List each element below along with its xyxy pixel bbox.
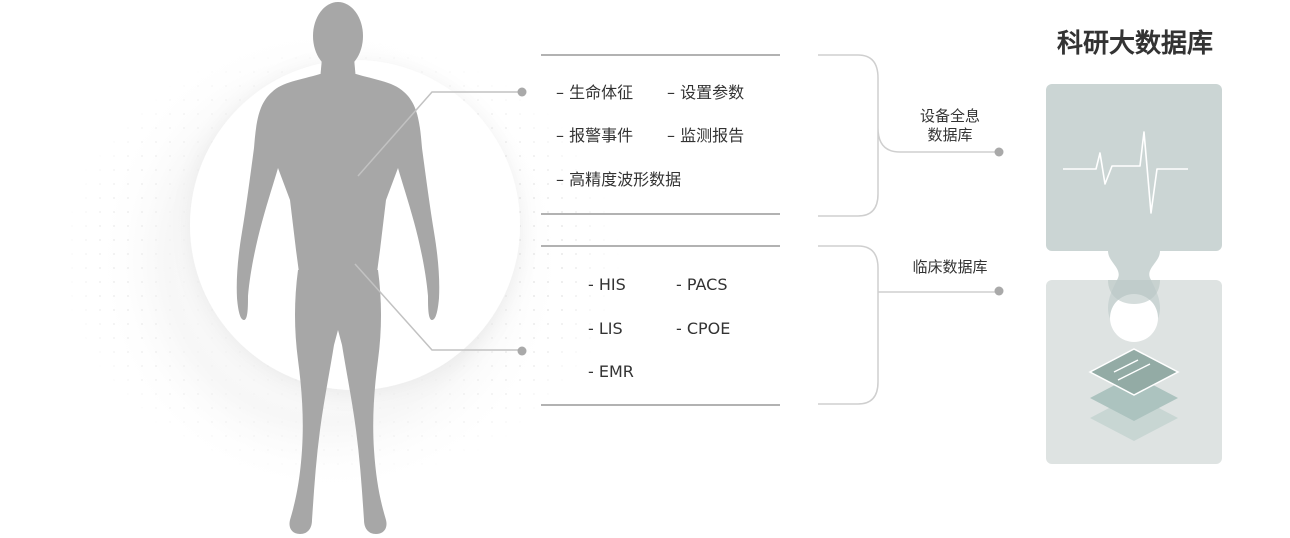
layer-line-2	[1117, 363, 1151, 381]
device-item: – 生命体征	[556, 83, 633, 102]
research-db-title: 科研大数据库	[1057, 29, 1213, 59]
clinical-item: - CPOE	[676, 319, 730, 338]
human-body-figure	[236, 2, 440, 534]
clinical-item: - EMR	[588, 362, 634, 381]
tile-top	[1046, 84, 1222, 251]
clinical-item: - HIS	[588, 275, 626, 294]
clinical-db-label: 临床数据库	[912, 258, 987, 276]
device-db-label-line1: 设备全息	[920, 107, 980, 125]
device-item: – 报警事件	[556, 126, 633, 145]
clinical-data-box: - HIS - PACS - LIS - CPOE - EMR	[541, 245, 780, 406]
puzzle-cutout	[1110, 294, 1158, 342]
clinical-item: - LIS	[588, 319, 623, 338]
connector-dot-device	[994, 147, 1004, 157]
device-db-label-line2: 数据库	[927, 126, 972, 144]
device-item: – 设置参数	[667, 83, 744, 102]
callout-line-lower	[354, 263, 520, 351]
stacked-layers-icon	[1088, 348, 1180, 441]
brace-upper	[818, 54, 998, 217]
device-data-box: – 生命体征 – 设置参数 – 报警事件 – 监测报告 – 高精度波形数据	[541, 54, 780, 215]
device-item: – 监测报告	[667, 126, 744, 145]
callout-dot-lower	[517, 346, 527, 356]
callout-line-upper	[357, 91, 520, 177]
callout-lines	[354, 91, 520, 351]
device-item: – 高精度波形数据	[556, 170, 681, 189]
layer-line-1	[1113, 359, 1139, 373]
clinical-item: - PACS	[676, 275, 727, 294]
layer-middle	[1090, 375, 1178, 421]
brace-lower	[818, 245, 998, 405]
brace-connectors	[818, 54, 998, 405]
callout-dot-upper	[517, 87, 527, 97]
heartbeat-waveform-icon	[1063, 131, 1188, 214]
connector-dot-clinical	[994, 286, 1004, 296]
